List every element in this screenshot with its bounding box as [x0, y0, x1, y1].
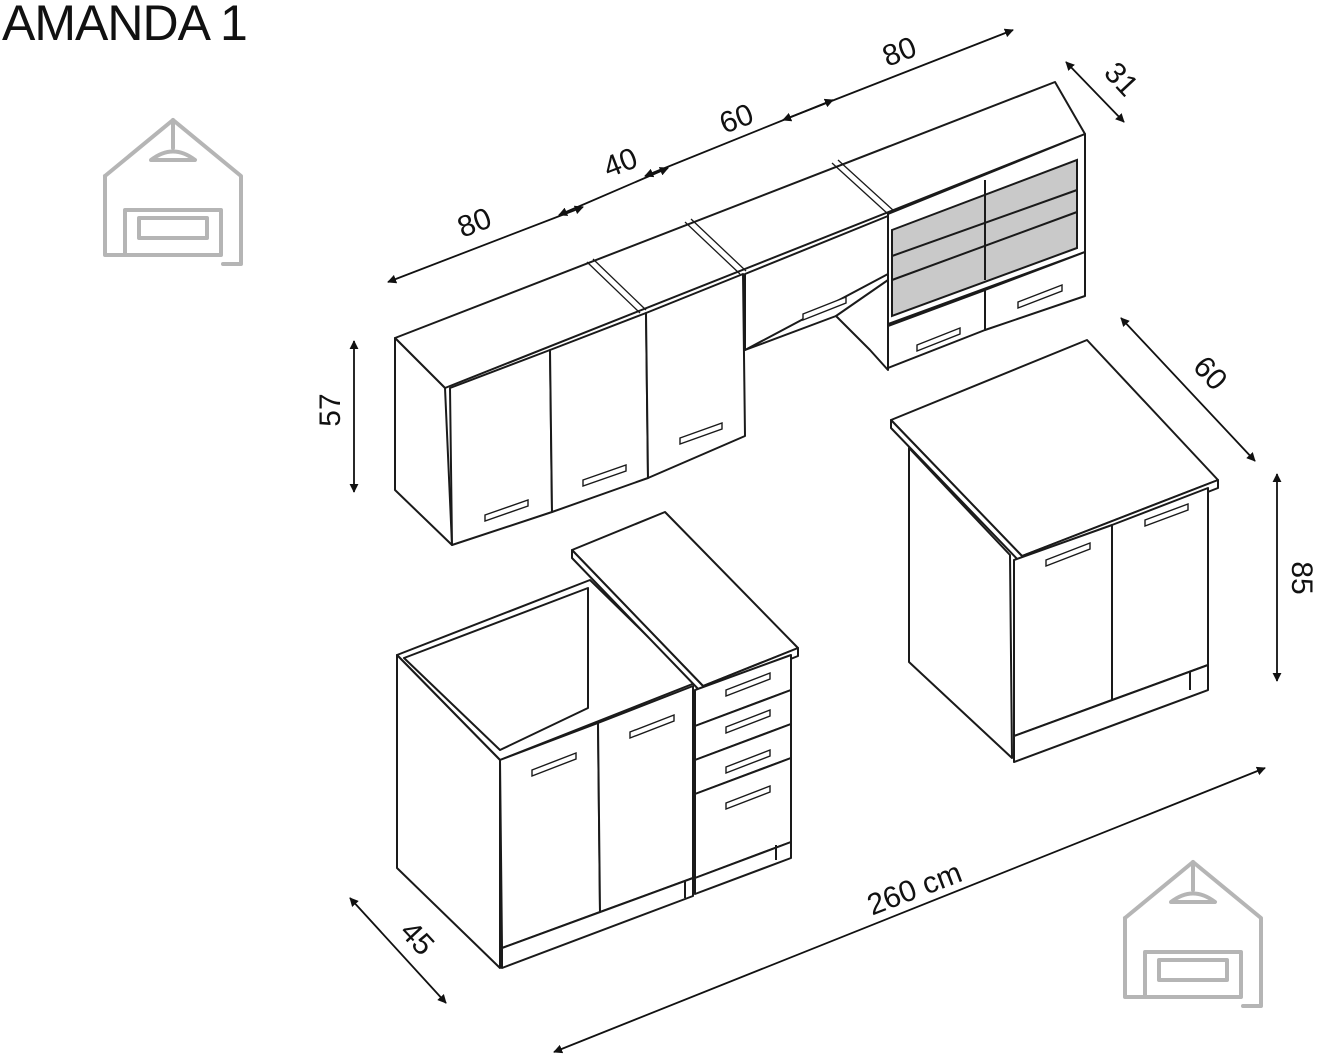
dim-base-depth-left: 45 [393, 915, 440, 962]
dim-upper-w4: 80 [878, 31, 921, 74]
dim-upper-depth: 31 [1097, 56, 1144, 103]
dim-upper-w1: 80 [453, 202, 496, 245]
product-title: AMANDA 1 [2, 0, 248, 51]
dim-total-length: 260 cm [863, 856, 967, 922]
dim-upper-w3: 60 [715, 98, 758, 141]
right-base-cabinet [890, 339, 1219, 763]
dim-base-depth-right: 60 [1186, 350, 1233, 397]
dim-base-height: 85 [1285, 561, 1318, 594]
house-sofa-logo-icon [103, 118, 243, 266]
house-sofa-logo-icon [1123, 860, 1263, 1008]
upper-cabinets [394, 81, 1086, 546]
dim-upper-height: 57 [314, 393, 347, 426]
dimension-lines [349, 28, 1282, 1054]
upper-handles [484, 283, 1063, 522]
dim-upper-w2: 40 [599, 142, 642, 185]
